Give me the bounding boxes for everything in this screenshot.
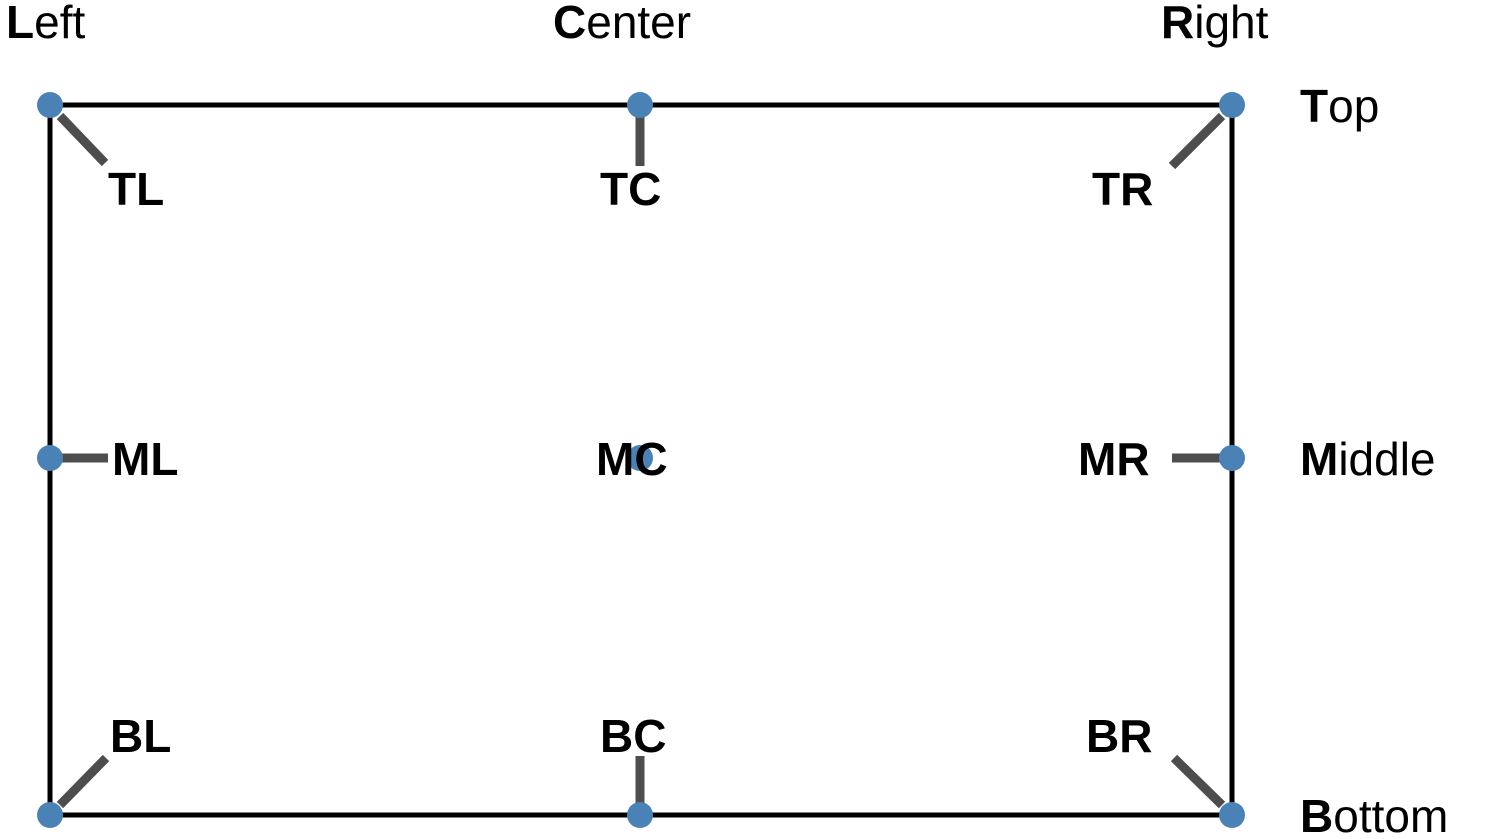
row-label-bottom: Bottom [1300,790,1448,839]
column-label-center: Center [553,0,691,48]
anchor-label-tc: TC [600,163,661,215]
anchor-dot-bl[interactable] [37,802,63,828]
column-labels: Left Center Right [6,0,1269,48]
connector-tr [1168,112,1226,170]
anchor-dot-ml[interactable] [37,445,63,471]
row-label-bottom-rest: ottom [1333,790,1448,839]
anchor-dots [37,92,1245,828]
anchor-dot-tr[interactable] [1219,92,1245,118]
row-label-top: Top [1300,80,1379,132]
column-label-left-rest: eft [34,0,85,48]
anchor-dot-br[interactable] [1219,802,1245,828]
anchor-label-mr: MR [1078,433,1150,485]
column-label-right-rest: ight [1194,0,1268,48]
connector-lines [56,112,1226,809]
anchor-label-tl: TL [108,163,164,215]
anchor-code-labels: TL TC TR ML MC MR BL BC BR [108,163,1153,762]
column-label-center-initial: C [553,0,586,48]
anchor-label-ml: ML [112,433,178,485]
anchor-dot-tl[interactable] [37,92,63,118]
connector-tl [56,112,109,167]
row-label-middle: Middle [1300,433,1436,485]
column-label-right-initial: R [1161,0,1194,48]
anchor-label-br: BR [1086,710,1152,762]
row-label-top-initial: T [1300,80,1328,132]
row-label-middle-rest: iddle [1338,433,1435,485]
anchor-label-bl: BL [110,710,171,762]
anchor-label-mc: MC [596,433,668,485]
column-label-left-initial: L [6,0,34,48]
column-label-center-rest: enter [586,0,691,48]
connector-bl [56,754,110,809]
row-label-bottom-initial: B [1300,790,1333,839]
anchor-label-bc: BC [600,710,666,762]
column-label-left: Left [6,0,85,48]
connector-br [1170,754,1226,809]
anchor-label-tr: TR [1092,163,1153,215]
column-label-right: Right [1161,0,1269,48]
anchor-dot-mr[interactable] [1219,445,1245,471]
row-label-top-rest: op [1328,80,1379,132]
row-label-middle-initial: M [1300,433,1338,485]
anchor-dot-tc[interactable] [627,92,653,118]
anchor-dot-bc[interactable] [627,802,653,828]
anchor-dot-mc[interactable] [627,445,653,471]
